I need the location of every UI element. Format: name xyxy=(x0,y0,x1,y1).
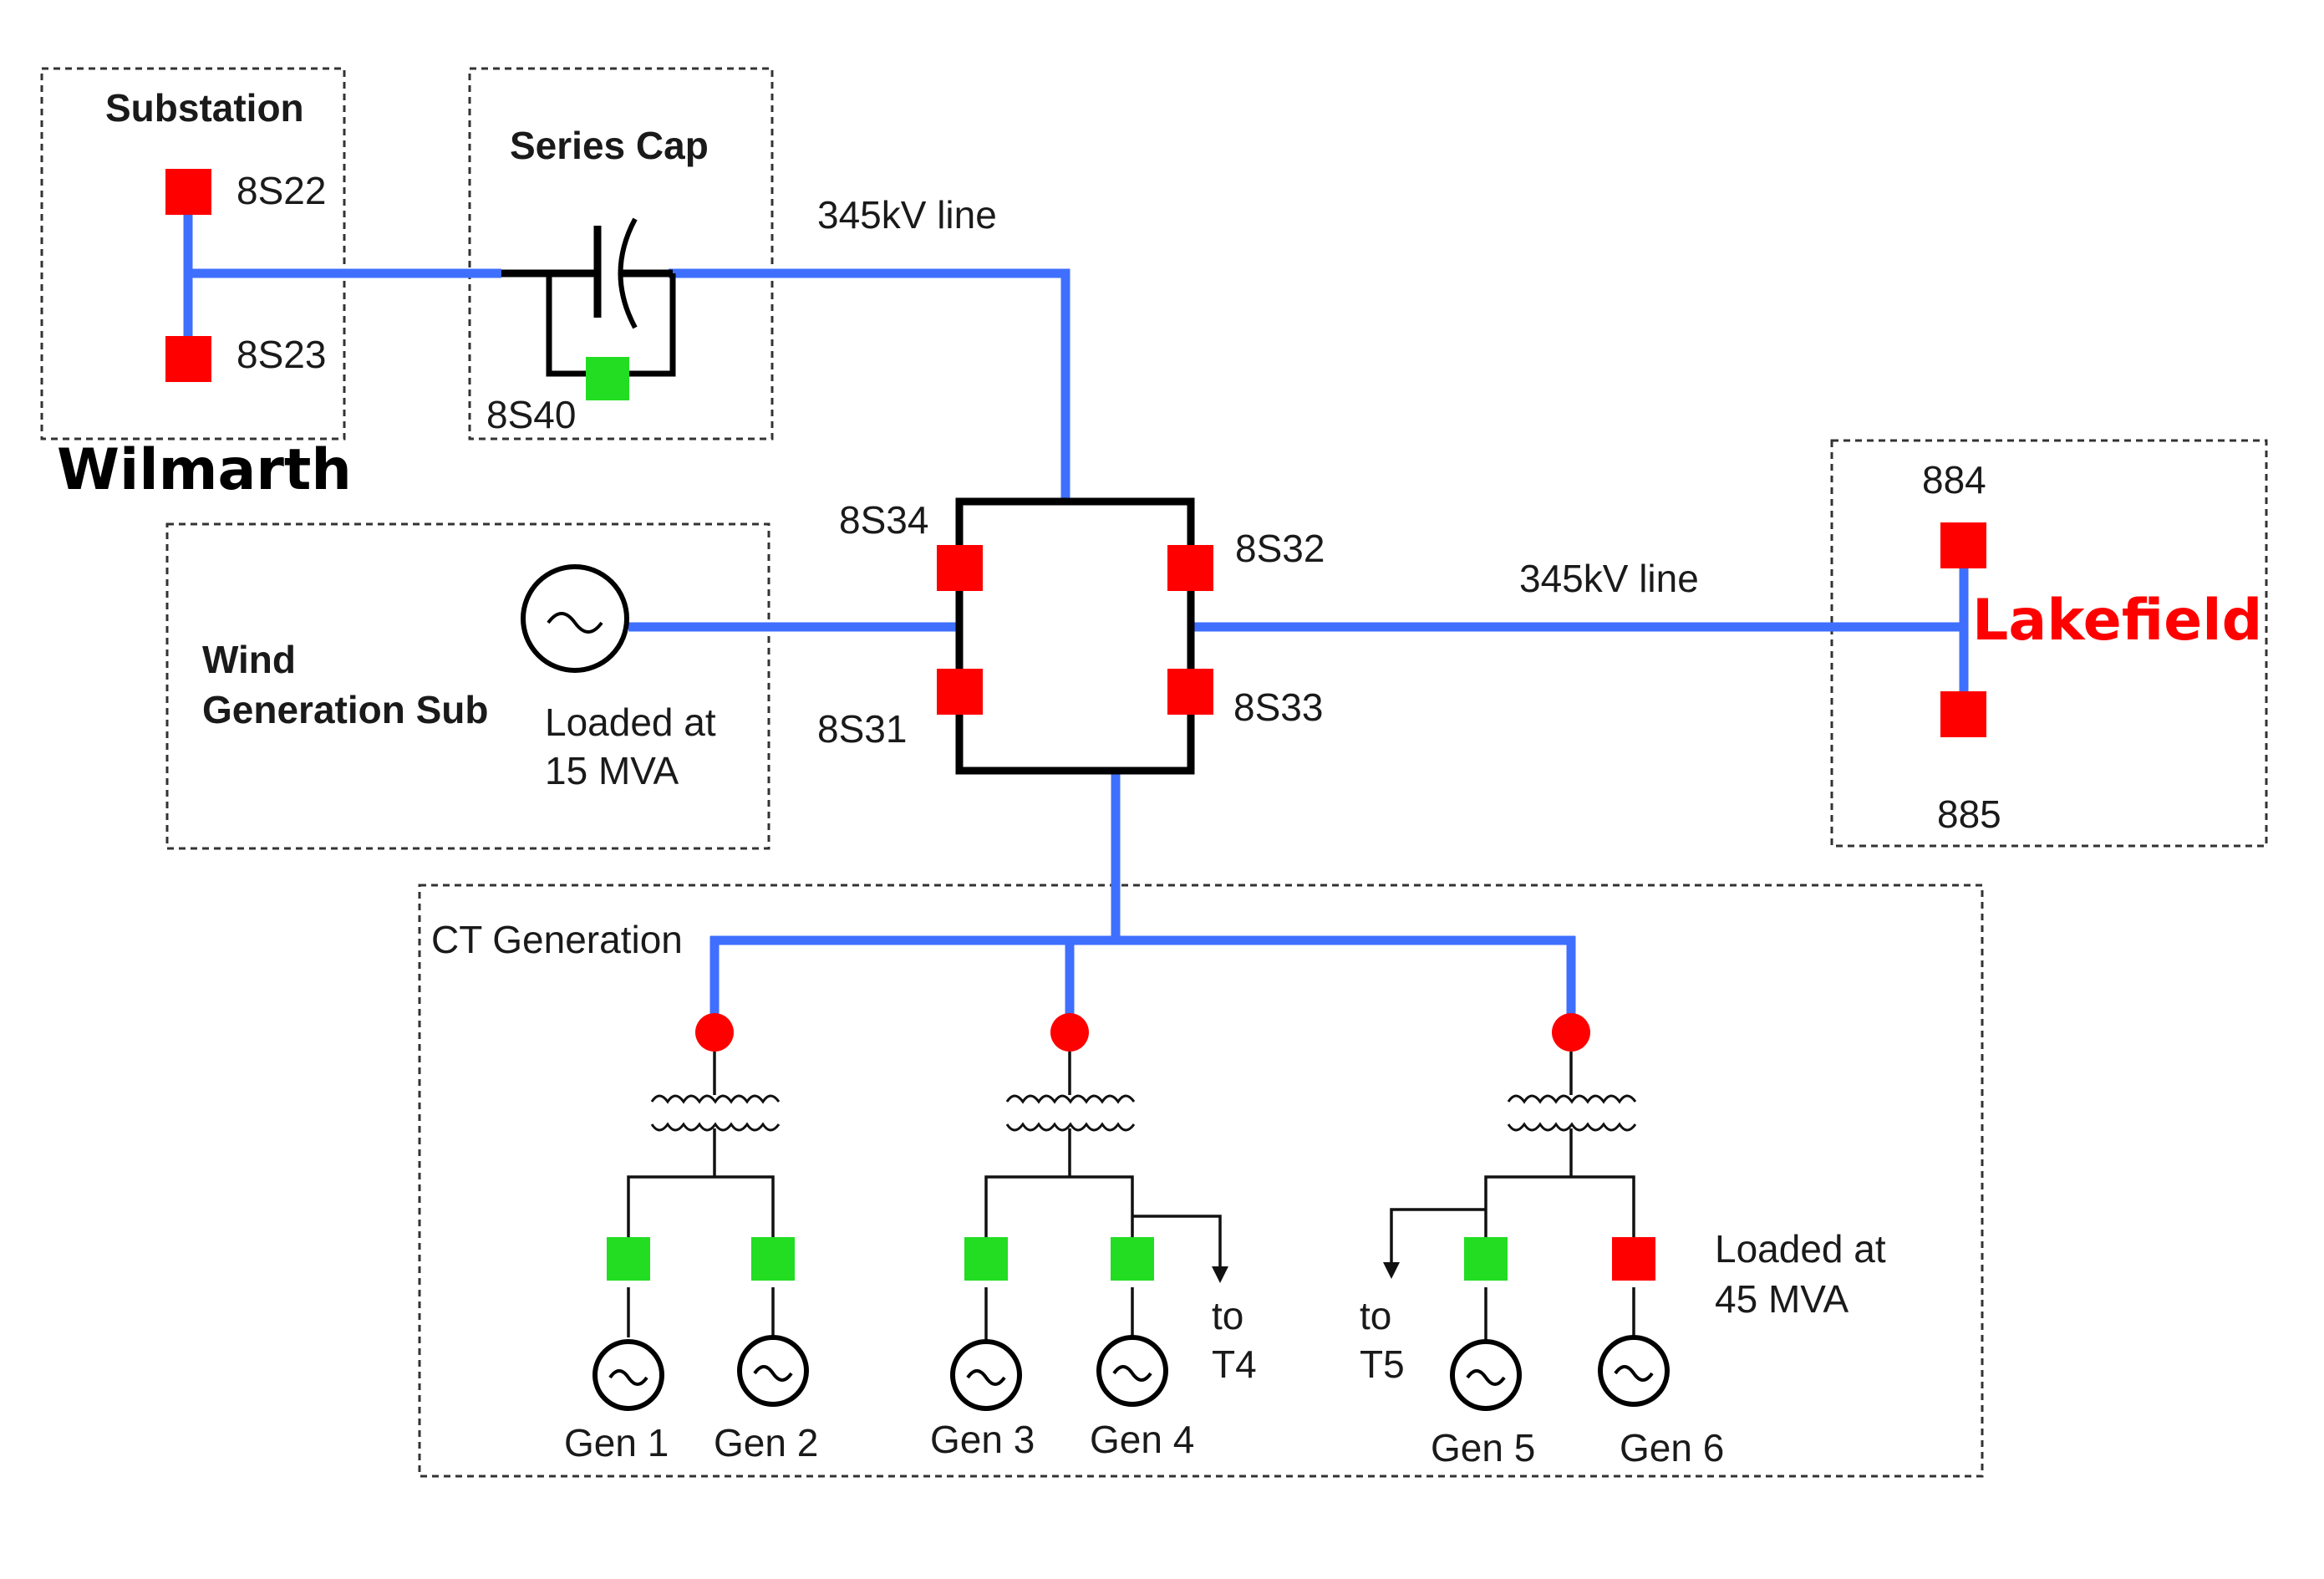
lakefield-label: Lakefield xyxy=(1972,588,2262,654)
ring-bus xyxy=(955,497,1195,775)
breaker-label-8s40: 8S40 xyxy=(486,393,576,436)
branch-group-1 xyxy=(627,1175,775,1337)
wilmarth-label: Wilmarth xyxy=(57,437,352,503)
wind-load-2: 15 MVA xyxy=(545,749,679,792)
to-t4-1: to xyxy=(1212,1294,1243,1337)
breaker-label-8s31: 8S31 xyxy=(817,707,907,751)
breaker-label-885: 885 xyxy=(1937,792,2001,836)
breaker-8s32[interactable] xyxy=(1167,545,1213,591)
generator-6 xyxy=(1598,1335,1670,1407)
generator-3 xyxy=(950,1339,1022,1411)
breaker-885[interactable] xyxy=(1940,691,1986,737)
transformer-icon xyxy=(1507,1052,1637,1177)
to-t4-2: T4 xyxy=(1212,1342,1257,1386)
breaker-8s23[interactable] xyxy=(165,336,211,382)
breaker-label-8s32: 8S32 xyxy=(1235,527,1325,570)
series-cap-title: Series Cap xyxy=(510,124,709,167)
arrow-down-icon xyxy=(1212,1266,1228,1283)
wind-generator xyxy=(521,564,629,673)
gen-label-5: Gen 5 xyxy=(1431,1426,1535,1469)
lakefield-box xyxy=(1830,439,2268,848)
breaker-8s31[interactable] xyxy=(937,669,983,715)
wind-generation-box xyxy=(165,522,770,850)
line-label-right: 345kV line xyxy=(1519,557,1699,600)
ct-load-2: 45 MVA xyxy=(1715,1277,1849,1321)
gen-label-2: Gen 2 xyxy=(714,1421,818,1464)
line-label-top: 345kV line xyxy=(817,193,997,237)
breaker-8s22[interactable] xyxy=(165,169,211,215)
to-t5-2: T5 xyxy=(1360,1342,1405,1386)
wind-sub-title-2: Generation Sub xyxy=(202,688,488,731)
wind-load-1: Loaded at xyxy=(545,700,716,744)
gen-label-6: Gen 6 xyxy=(1620,1426,1724,1469)
generator-1 xyxy=(592,1339,664,1411)
breaker-label-8s23: 8S23 xyxy=(236,333,326,376)
gen-label-1: Gen 1 xyxy=(564,1421,669,1464)
breaker-8s33[interactable] xyxy=(1167,669,1213,715)
gen-breaker-4[interactable] xyxy=(1111,1237,1154,1281)
gen-breaker-5[interactable] xyxy=(1464,1237,1508,1281)
ct-breaker-2[interactable] xyxy=(1050,1013,1089,1052)
branch-group-2 xyxy=(984,1175,1228,1342)
branch-group-3 xyxy=(1383,1175,1635,1342)
generator-4 xyxy=(1096,1335,1168,1407)
capacitor-icon xyxy=(501,217,676,377)
gen-breaker-1[interactable] xyxy=(607,1237,650,1281)
breaker-label-884: 884 xyxy=(1922,458,1986,502)
substation-title: Substation xyxy=(105,86,304,130)
generator-2 xyxy=(737,1335,809,1407)
ct-breaker-1[interactable] xyxy=(695,1013,734,1052)
ct-breaker-3[interactable] xyxy=(1552,1013,1590,1052)
line-top-345kv xyxy=(669,268,1070,502)
generator-5 xyxy=(1450,1339,1522,1411)
wind-sub-title-1: Wind xyxy=(202,638,296,681)
to-t5-1: to xyxy=(1360,1294,1391,1337)
ct-load-1: Loaded at xyxy=(1715,1227,1886,1271)
breaker-label-8s34: 8S34 xyxy=(839,498,928,542)
breaker-label-8s22: 8S22 xyxy=(236,169,326,212)
transformer-icon xyxy=(1005,1052,1136,1177)
generator-icon xyxy=(521,564,629,673)
breaker-label-8s33: 8S33 xyxy=(1233,685,1323,729)
gen-breaker-6[interactable] xyxy=(1612,1237,1655,1281)
gen-breaker-2[interactable] xyxy=(751,1237,795,1281)
gen-label-4: Gen 4 xyxy=(1090,1418,1194,1461)
ct-generation-title: CT Generation xyxy=(431,918,683,961)
substation-box xyxy=(40,67,346,441)
series-cap-box xyxy=(468,67,774,441)
arrow-down-icon xyxy=(1383,1262,1400,1279)
breaker-884[interactable] xyxy=(1940,522,1986,568)
gen-breaker-3[interactable] xyxy=(964,1237,1008,1281)
transformer-icon xyxy=(650,1052,781,1177)
breaker-8s34[interactable] xyxy=(937,545,983,591)
breaker-8s40[interactable] xyxy=(586,357,629,400)
gen-label-3: Gen 3 xyxy=(930,1418,1035,1461)
